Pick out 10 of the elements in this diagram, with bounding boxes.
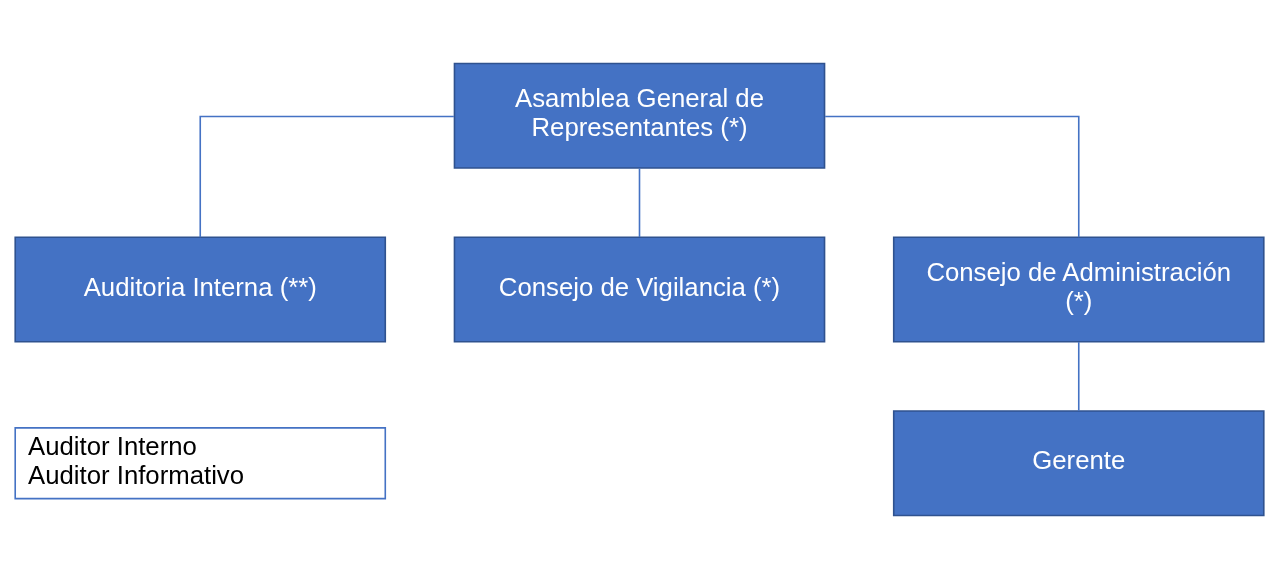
connector xyxy=(1077,341,1080,412)
node-box: Auditoria Interna (**) xyxy=(14,236,387,343)
connector xyxy=(199,115,455,238)
node-box: Consejo de Vigilancia (*) xyxy=(453,236,826,343)
node-box: Consejo de Administración (*) xyxy=(892,236,1265,343)
connector xyxy=(638,167,641,238)
node-box: Asamblea General de Representantes (*) xyxy=(453,62,826,169)
node-box: Gerente xyxy=(892,410,1265,517)
node-box: Auditor Interno Auditor Informativo xyxy=(14,427,387,500)
connector xyxy=(824,115,1080,238)
